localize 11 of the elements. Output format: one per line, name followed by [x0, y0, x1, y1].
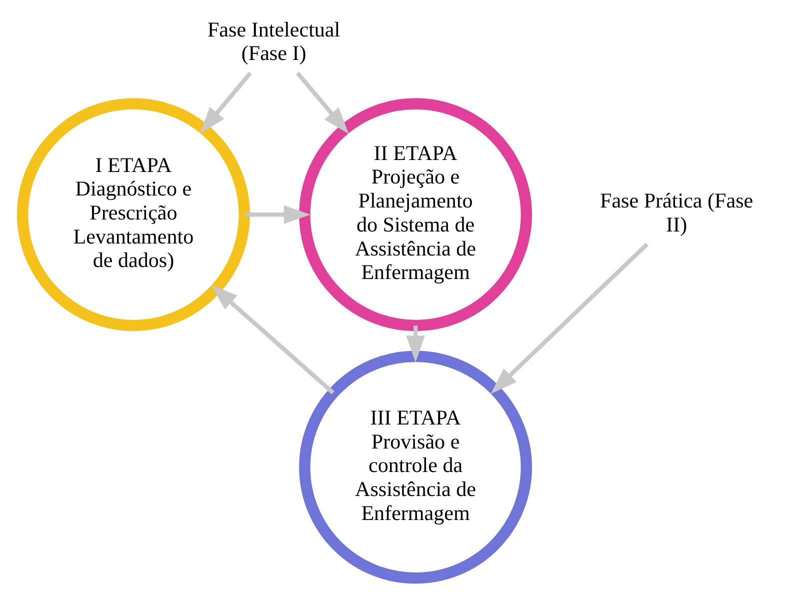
node-text: Fase Intelectual (Fase I): [207, 17, 340, 66]
node-text: Fase Prática (Fase II): [600, 188, 754, 236]
arrow: [200, 72, 252, 134]
arrow: [406, 326, 425, 362]
arrow: [211, 284, 334, 394]
arrow: [244, 205, 311, 224]
node-circle: III ETAPA Provisão e controle da Assistência de Enfermagem: [299, 350, 532, 584]
node-circle: II ETAPA Projeção e Planejamento do Sistema de Assistência de Enfermagem: [299, 98, 532, 332]
arrow: [296, 72, 349, 134]
node-circle: I ETAPA Diagnóstico e Prescrição Levantamento de dados): [17, 98, 250, 332]
arrow: [490, 242, 649, 394]
